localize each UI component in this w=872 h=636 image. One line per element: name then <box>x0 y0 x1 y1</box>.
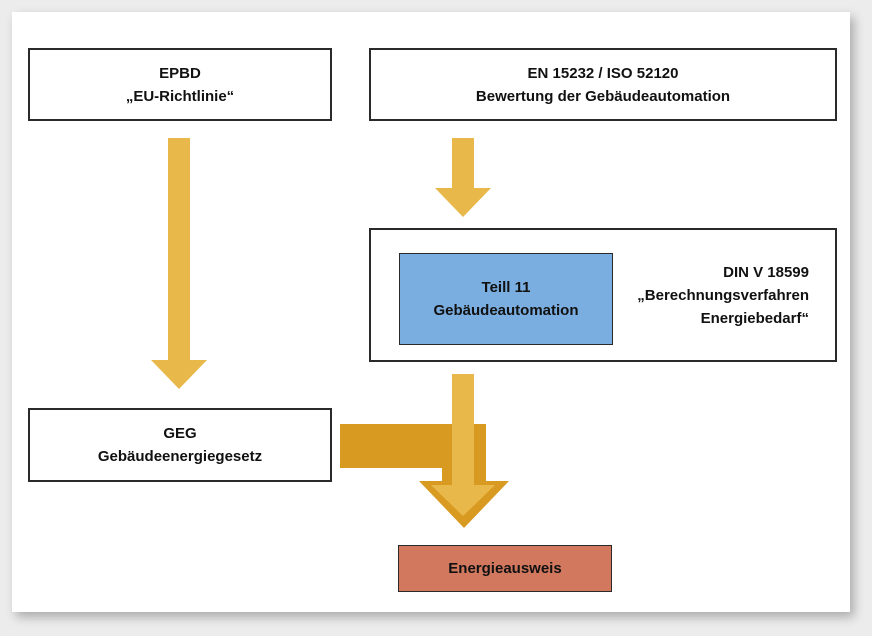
en-15232-subtitle: Bewertung der Gebäudeautomation <box>475 87 731 105</box>
en-15232-title: EN 15232 / ISO 52120 <box>527 64 679 82</box>
epbd-title: EPBD <box>159 64 201 82</box>
energieausweis-label: Energieausweis <box>448 560 562 577</box>
en-15232-box: EN 15232 / ISO 52120 Bewertung der Gebäu… <box>369 48 837 121</box>
geg-title: GEG <box>163 425 197 442</box>
geg-subtitle: Gebäudeenergiegesetz <box>97 448 263 465</box>
din-subtitle-line1: „Berechnungsverfahren <box>637 286 809 304</box>
epbd-box: EPBD „EU-Richtlinie“ <box>28 48 332 121</box>
arrow-din-to-energieausweis <box>431 374 495 516</box>
teil-11-box: Teill 11 Gebäudeautomation <box>399 253 613 345</box>
teil-subtitle: Gebäudeautomation <box>433 302 579 319</box>
din-title: DIN V 18599 <box>723 263 809 281</box>
teil-title: Teill 11 <box>481 279 531 296</box>
arrow-epbd-to-geg <box>151 138 207 389</box>
energieausweis-box: Energieausweis <box>398 545 612 592</box>
geg-box: GEG Gebäudeenergiegesetz <box>28 408 332 482</box>
arrow-en-to-din <box>435 138 491 217</box>
din-subtitle-line2: Energiebedarf“ <box>700 309 809 327</box>
arrow-geg-to-energieausweis <box>340 424 509 528</box>
epbd-subtitle: „EU-Richtlinie“ <box>125 87 235 105</box>
